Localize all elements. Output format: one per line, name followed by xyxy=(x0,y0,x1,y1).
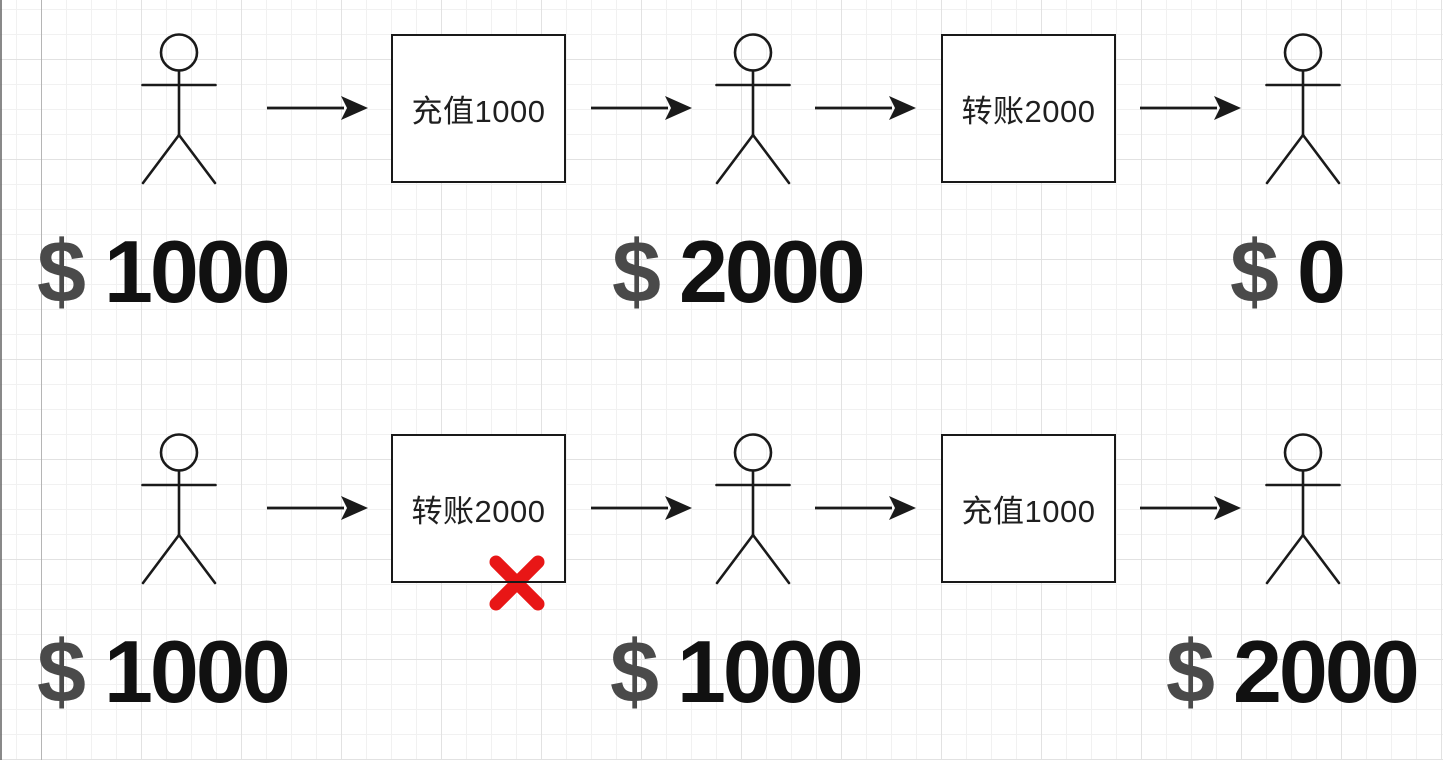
arrow-right-icon xyxy=(591,95,692,121)
person-icon xyxy=(715,433,791,585)
balance-amount: 0 xyxy=(1296,222,1346,321)
dollar-icon: $ xyxy=(1166,622,1215,721)
person-icon xyxy=(141,433,217,585)
balance-label: $2000 xyxy=(1166,628,1420,716)
arrow-right-icon xyxy=(591,495,692,521)
canvas-left-edge-line xyxy=(0,0,2,760)
dollar-icon: $ xyxy=(37,222,86,321)
balance-amount: 1000 xyxy=(676,622,864,721)
flow-row-bottom: 转账2000 xyxy=(0,400,1443,760)
arrow-right-icon xyxy=(1140,495,1241,521)
arrow-right-icon xyxy=(815,495,916,521)
operation-label: 转账2000 xyxy=(411,494,546,529)
balance-label: $1000 xyxy=(37,628,291,716)
balance-amount: 2000 xyxy=(678,222,866,321)
error-x-icon xyxy=(487,553,547,613)
person-icon xyxy=(715,33,791,185)
arrow-right-icon xyxy=(815,95,916,121)
dollar-icon: $ xyxy=(610,622,659,721)
operation-box-recharge: 充值1000 xyxy=(941,434,1116,583)
flow-row-top: 充值1000 xyxy=(37,33,1346,316)
operation-label: 充值1000 xyxy=(961,494,1096,529)
operation-label: 转账2000 xyxy=(961,94,1096,129)
balance-amount: 1000 xyxy=(103,622,291,721)
operation-label: 充值1000 xyxy=(411,94,546,129)
person-icon xyxy=(1265,433,1341,585)
balance-amount: 2000 xyxy=(1232,622,1420,721)
person-icon xyxy=(141,33,217,185)
arrow-right-icon xyxy=(267,495,368,521)
dollar-icon: $ xyxy=(612,222,661,321)
person-icon xyxy=(1265,33,1341,185)
operation-box-transfer: 转账2000 xyxy=(941,34,1116,183)
balance-label: $2000 xyxy=(612,228,866,316)
dollar-icon: $ xyxy=(37,622,86,721)
operation-box-recharge: 充值1000 xyxy=(391,34,566,183)
balance-label: $1000 xyxy=(610,628,864,716)
box-border-segment xyxy=(486,580,548,583)
arrow-right-icon xyxy=(1140,95,1241,121)
dollar-icon: $ xyxy=(1230,222,1279,321)
balance-label: $0 xyxy=(1230,228,1346,316)
balance-amount: 1000 xyxy=(103,222,291,321)
arrow-right-icon xyxy=(267,95,368,121)
grid-guide-line xyxy=(41,0,42,760)
balance-label: $1000 xyxy=(37,228,291,316)
